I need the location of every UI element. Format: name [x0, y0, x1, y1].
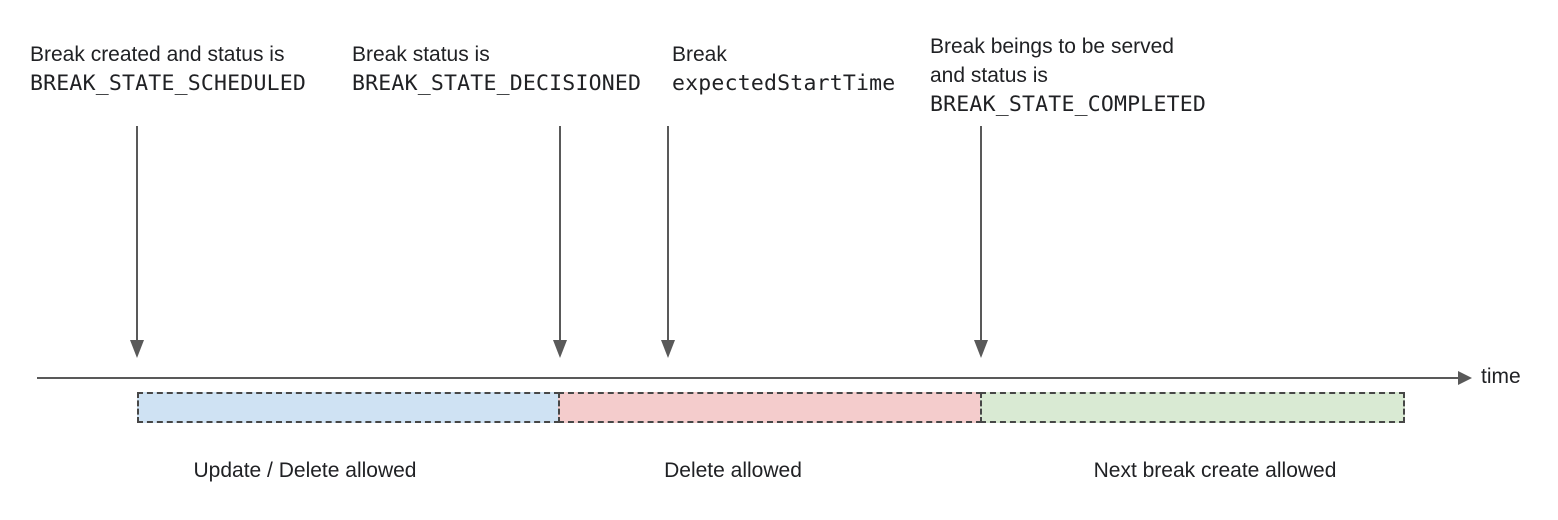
- annotation-code-line: BREAK_STATE_DECISIONED: [352, 71, 642, 96]
- down-arrow-icon: [974, 126, 988, 358]
- annotation-line: Break: [672, 43, 727, 66]
- annotation-code-line: BREAK_STATE_COMPLETED: [930, 92, 1207, 117]
- annotation-break-completed: Break beings to be served and status is …: [930, 32, 1206, 119]
- segment-label: Delete allowed: [664, 459, 802, 482]
- down-arrow-icon: [130, 126, 144, 358]
- annotation-code-line: BREAK_STATE_SCHEDULED: [30, 71, 307, 96]
- annotation-expected-start-time: Break expectedStartTime: [672, 40, 895, 98]
- segment-label: Next break create allowed: [1093, 459, 1337, 482]
- segment-label: Update / Delete allowed: [193, 459, 417, 482]
- annotation-break-scheduled: Break created and status is BREAK_STATE_…: [30, 40, 306, 98]
- timeline-axis-arrow-icon: [37, 371, 1472, 385]
- down-arrow-icon: [661, 126, 675, 358]
- time-axis-label: time: [1481, 365, 1521, 388]
- annotation-line: Break created and status is: [30, 43, 285, 66]
- annotation-line: Break status is: [352, 43, 490, 66]
- segment-update-delete-allowed: [137, 392, 560, 423]
- down-arrow-icon: [553, 126, 567, 358]
- segment-delete-allowed: [558, 392, 982, 423]
- annotation-break-decisioned: Break status is BREAK_STATE_DECISIONED: [352, 40, 641, 98]
- segment-next-break-create-allowed: [980, 392, 1405, 423]
- annotation-line: and status is: [930, 64, 1048, 87]
- annotation-line: Break beings to be served: [930, 35, 1174, 58]
- annotation-code-line: expectedStartTime: [672, 71, 896, 96]
